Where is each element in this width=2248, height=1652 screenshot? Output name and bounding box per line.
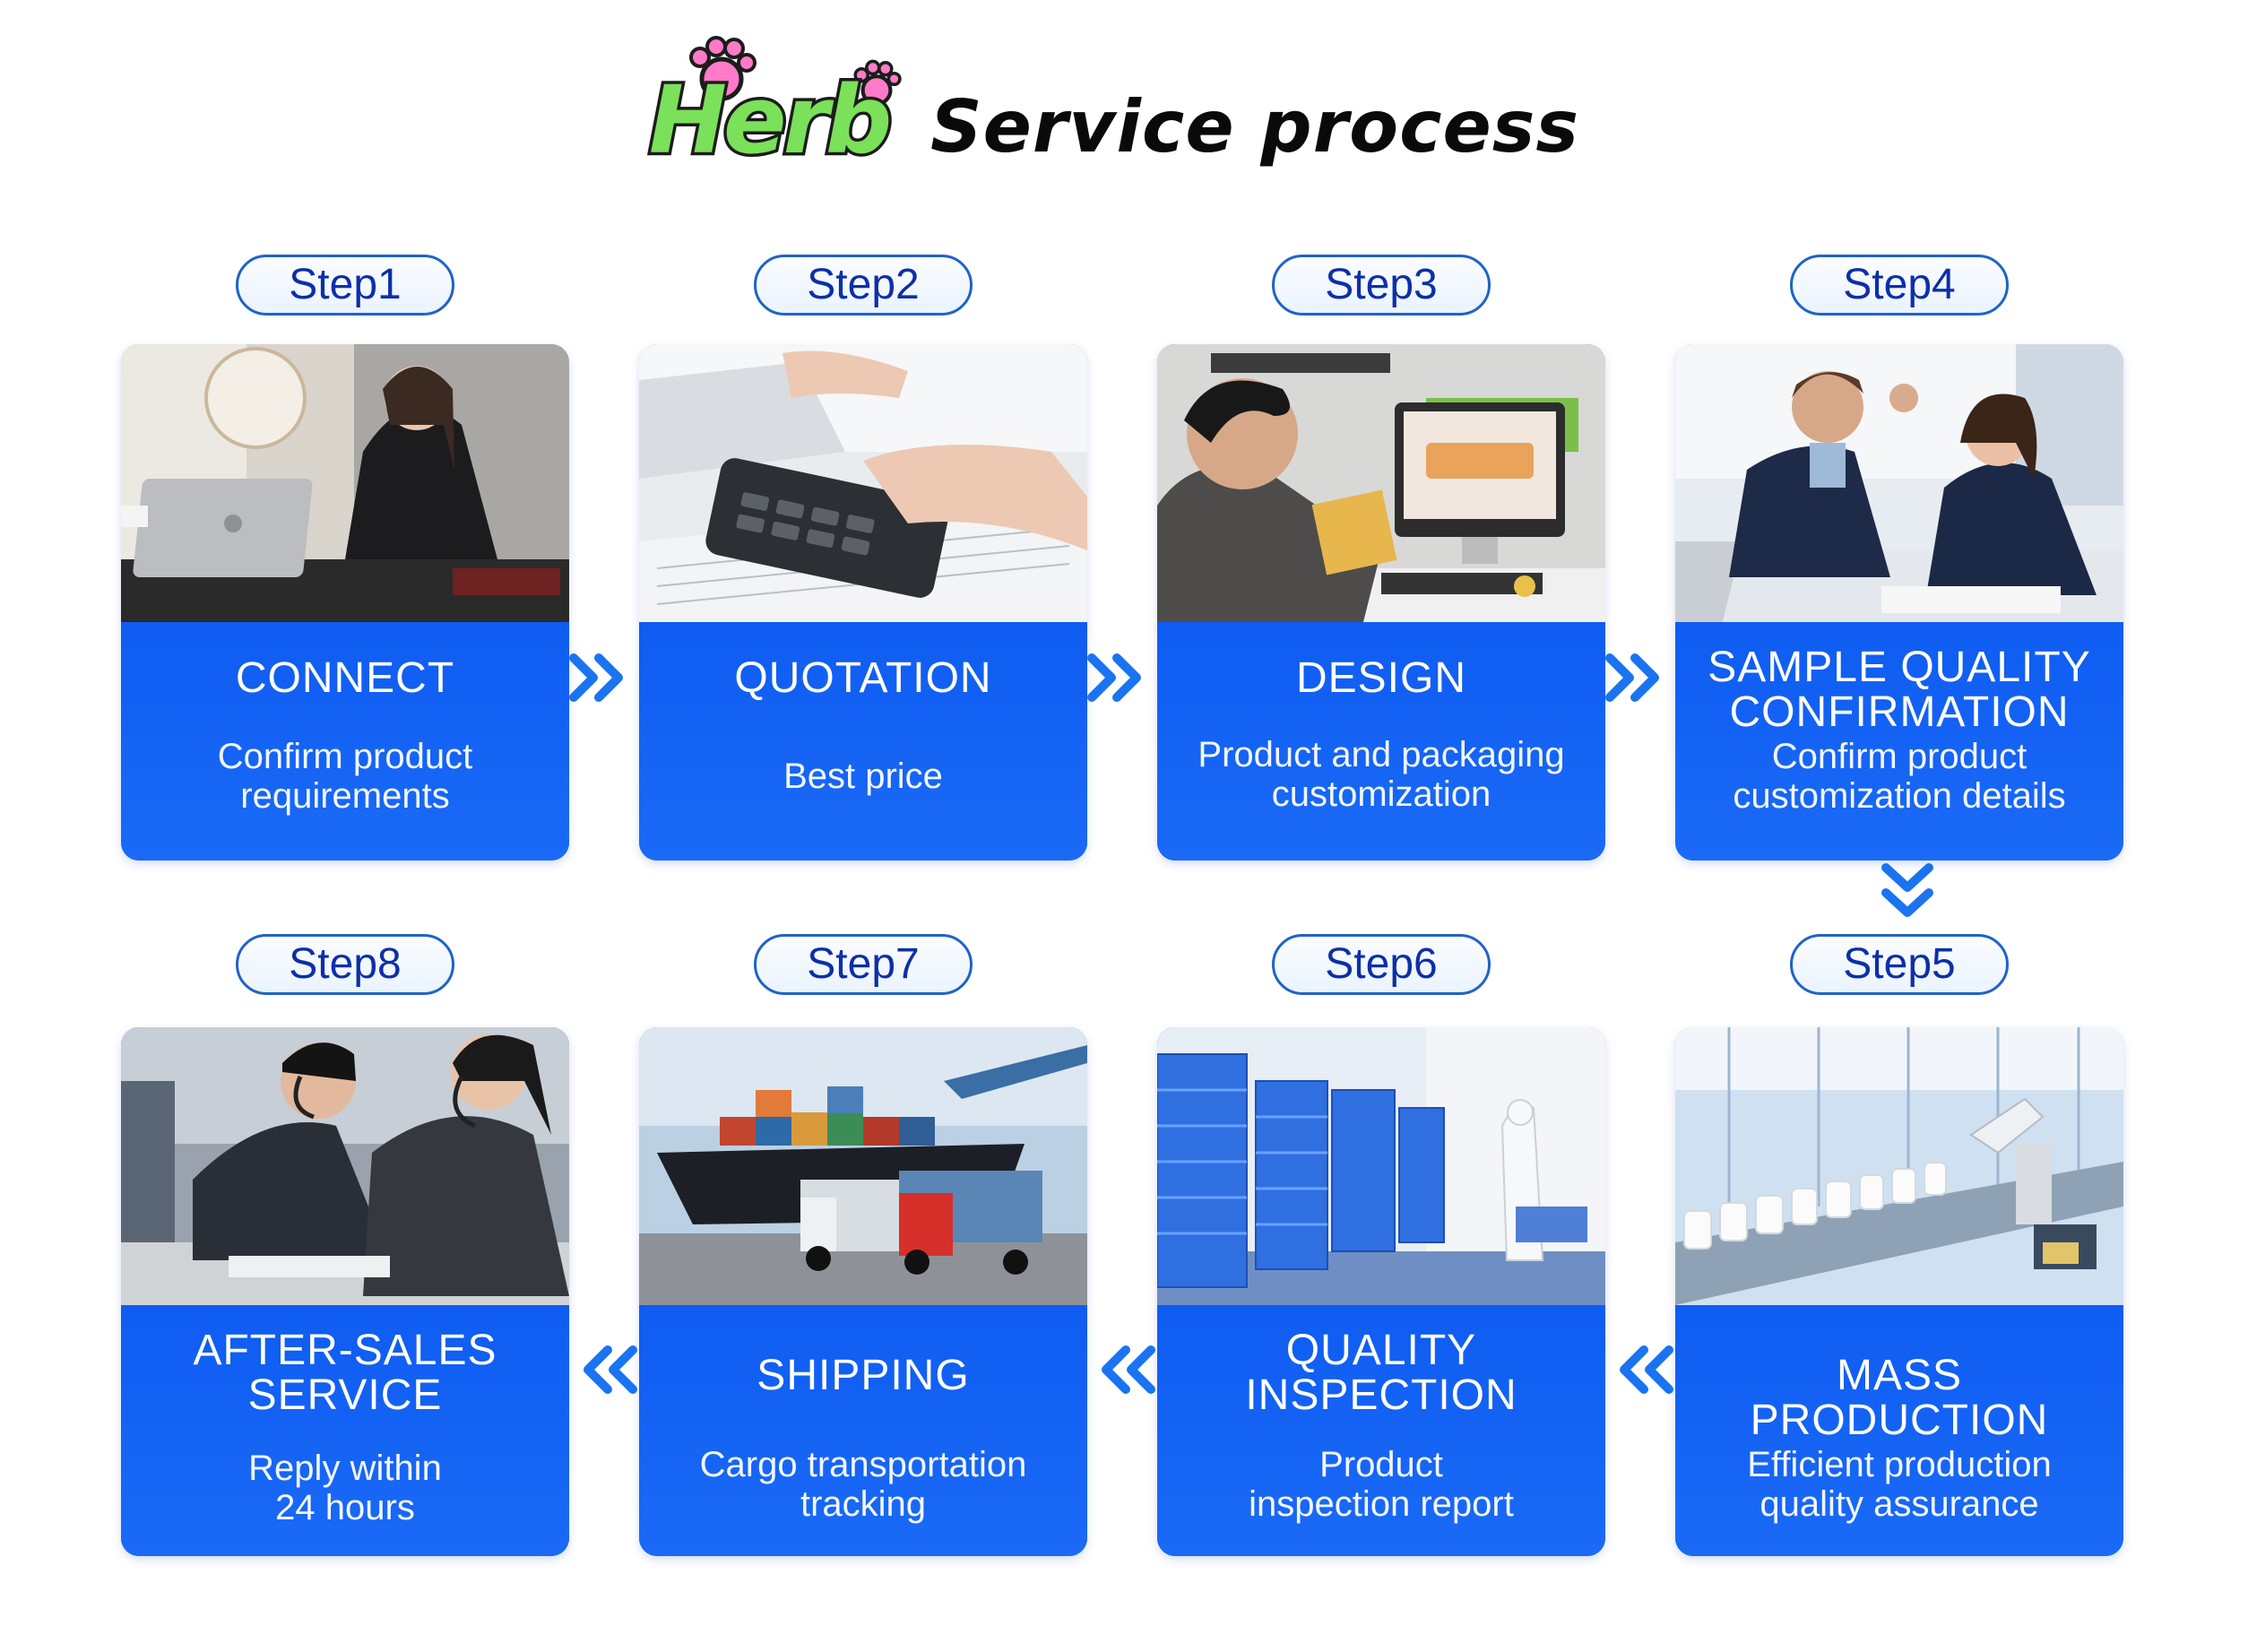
step-panel-shipping: SHIPPING Cargo transportation tracking — [639, 1305, 1087, 1556]
step-description: Cargo transportation tracking — [699, 1445, 1027, 1524]
double-chevron-right-icon — [568, 651, 633, 705]
step-description: Best price — [783, 757, 943, 796]
step-title: MASS PRODUCTION — [1750, 1352, 2049, 1444]
photo-warehouse-crates — [1157, 1027, 1605, 1305]
step-card-quality-inspection: QUALITY INSPECTION Product inspection re… — [1157, 1027, 1605, 1556]
photo-call-center — [121, 1027, 569, 1305]
step-badge-8: Step8 — [236, 934, 454, 995]
step-title: CONNECT — [235, 654, 455, 702]
step-badge-5: Step5 — [1790, 934, 2009, 995]
step-badge-2: Step2 — [754, 255, 973, 316]
step-card-quotation: QUOTATION Best price — [639, 344, 1087, 861]
step-card-sample-confirmation: SAMPLE QUALITY CONFIRMATION Confirm prod… — [1675, 344, 2123, 861]
step-panel-connect: CONNECT Confirm product requirements — [121, 622, 569, 861]
step-card-mass-production: MASS PRODUCTION Efficient production qua… — [1675, 1027, 2123, 1556]
step-badge-3: Step3 — [1272, 255, 1491, 316]
photo-office-laptop — [121, 344, 569, 622]
step-badge-4: Step4 — [1790, 255, 2009, 316]
photo-business-meeting — [1675, 344, 2123, 622]
step-description: Product inspection report — [1249, 1445, 1514, 1524]
step-panel-quality-inspection: QUALITY INSPECTION Product inspection re… — [1157, 1305, 1605, 1556]
step-panel-quotation: QUOTATION Best price — [639, 622, 1087, 861]
step-title: AFTER-SALES SERVICE — [193, 1327, 497, 1419]
photo-calculator — [639, 344, 1087, 622]
step-title: QUOTATION — [734, 654, 992, 702]
logo-wordmark: Herb — [645, 65, 895, 175]
step-panel-sample-confirmation: SAMPLE QUALITY CONFIRMATION Confirm prod… — [1675, 622, 2123, 861]
step-card-connect: CONNECT Confirm product requirements — [121, 344, 569, 861]
photo-designer-computer — [1157, 344, 1605, 622]
double-chevron-down-icon — [1875, 862, 1940, 921]
double-chevron-left-icon — [574, 1343, 638, 1397]
step-description: Confirm product requirements — [217, 737, 473, 816]
double-chevron-left-icon — [1092, 1343, 1156, 1397]
step-description: Efficient production quality assurance — [1747, 1445, 2052, 1524]
paw-print-icon — [689, 36, 902, 107]
step-badge-7: Step7 — [754, 934, 973, 995]
step-panel-design: DESIGN Product and packaging customizati… — [1157, 622, 1605, 861]
step-card-after-sales: AFTER-SALES SERVICE Reply within 24 hour… — [121, 1027, 569, 1556]
double-chevron-left-icon — [1610, 1343, 1674, 1397]
header: Herb Service process — [0, 36, 2248, 188]
step-title: SAMPLE QUALITY CONFIRMATION — [1708, 644, 2091, 736]
step-description: Product and packaging customization — [1197, 735, 1565, 814]
step-card-design: DESIGN Product and packaging customizati… — [1157, 344, 1605, 861]
step-title: SHIPPING — [757, 1352, 970, 1399]
step-badge-6: Step6 — [1272, 934, 1491, 995]
double-chevron-right-icon — [1604, 651, 1669, 705]
photo-production-line — [1675, 1027, 2123, 1305]
step-badge-1: Step1 — [236, 255, 454, 316]
step-title: DESIGN — [1295, 654, 1467, 702]
step-panel-mass-production: MASS PRODUCTION Efficient production qua… — [1675, 1305, 2123, 1556]
step-description: Confirm product customization details — [1733, 737, 2066, 816]
step-title: QUALITY INSPECTION — [1245, 1327, 1517, 1419]
herb-logo: Herb — [645, 36, 914, 188]
double-chevron-right-icon — [1086, 651, 1151, 705]
page-title: Service process — [930, 85, 1580, 169]
photo-cargo-shipping — [639, 1027, 1087, 1305]
step-panel-after-sales: AFTER-SALES SERVICE Reply within 24 hour… — [121, 1305, 569, 1556]
step-card-shipping: SHIPPING Cargo transportation tracking — [639, 1027, 1087, 1556]
step-description: Reply within 24 hours — [248, 1449, 442, 1527]
